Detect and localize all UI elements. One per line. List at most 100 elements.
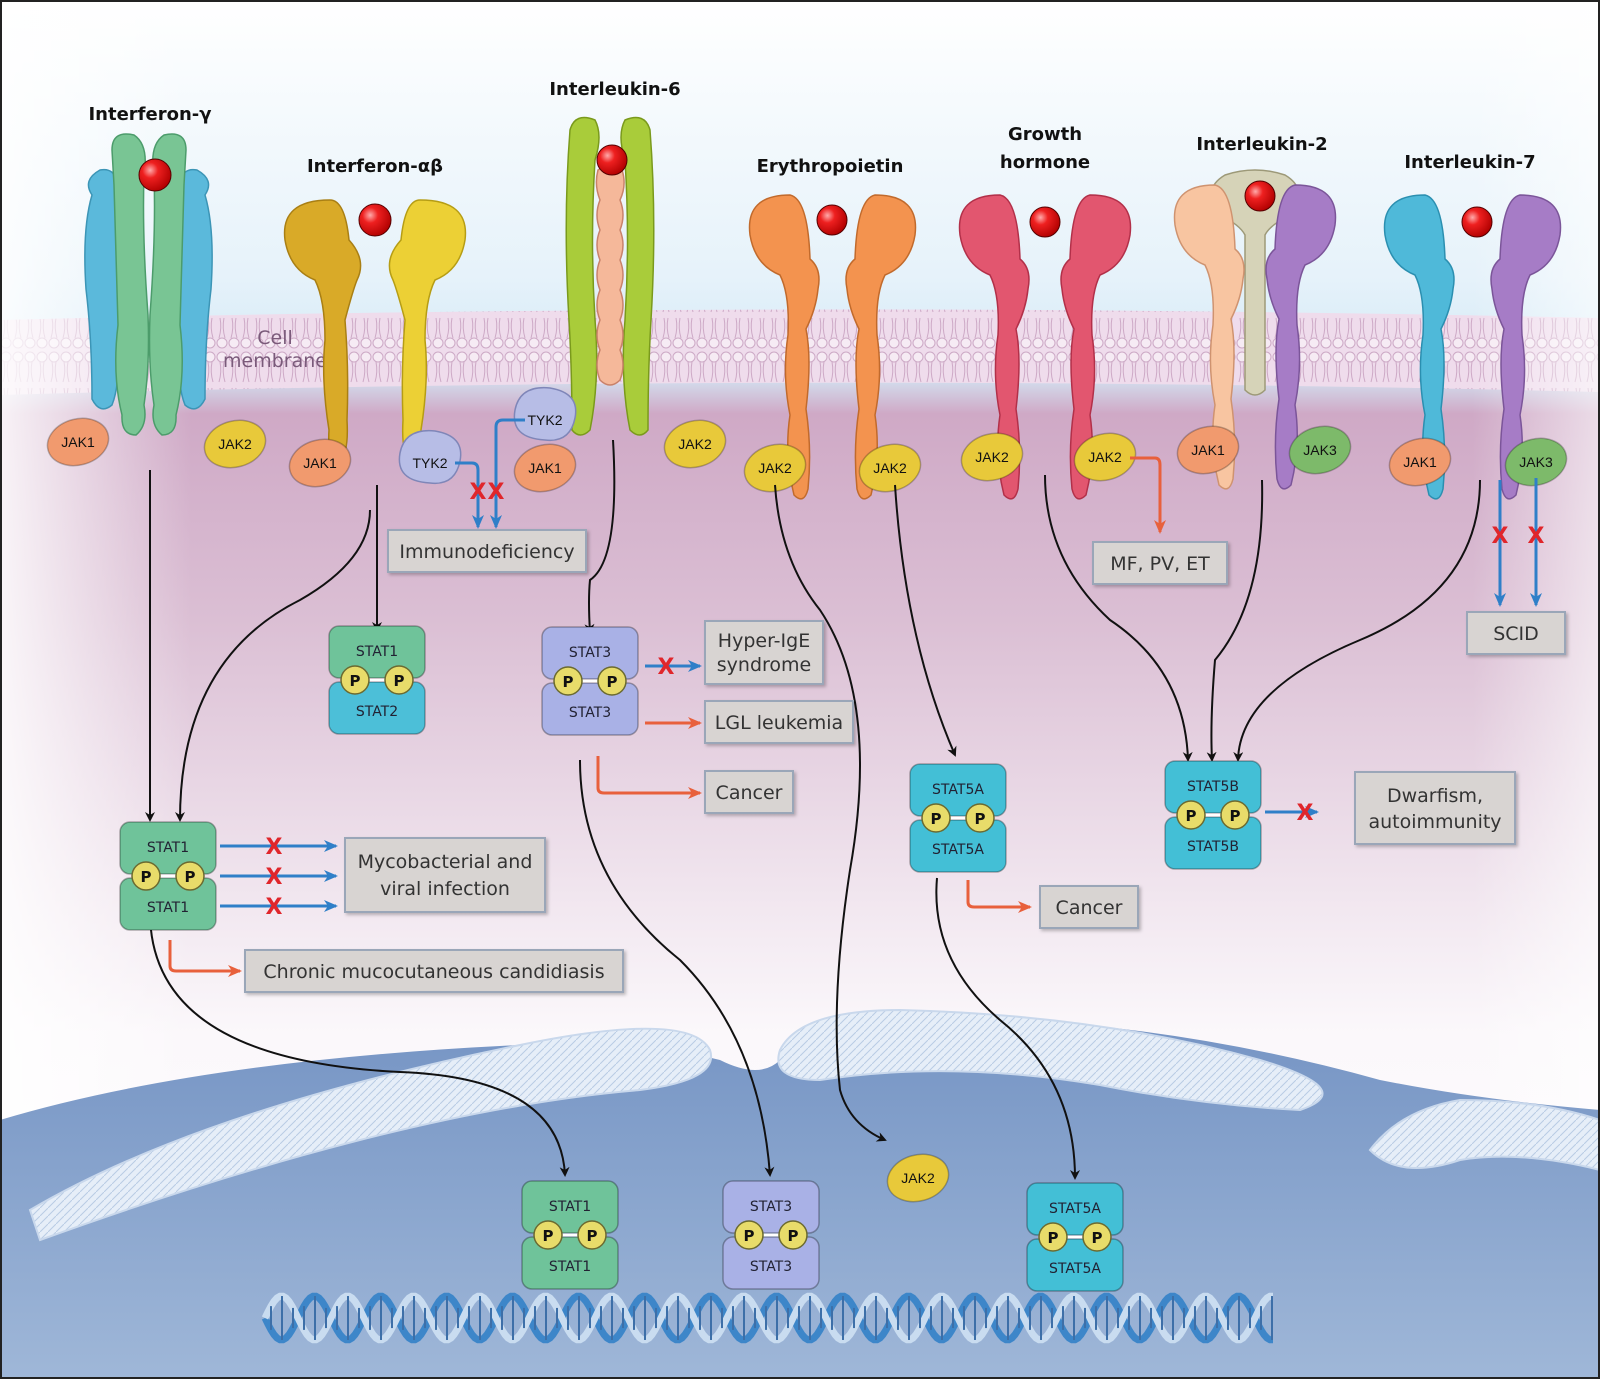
phosphate-icon: P (175, 861, 205, 891)
svg-text:P: P (607, 673, 618, 691)
receptor-erythropoietin (748, 194, 917, 500)
jak3-kinase: JAK3 (1288, 425, 1352, 475)
disease-label: viral infection (380, 878, 510, 900)
jak2-label: JAK2 (1088, 449, 1122, 465)
dna-helix (261, 1292, 1273, 1344)
stat-top-label: STAT1 (147, 840, 189, 856)
svg-text:P: P (975, 810, 986, 828)
nuclear-envelope-middle (777, 1008, 1324, 1112)
jak1-kinase: JAK1 (46, 417, 110, 467)
arrow-il7-to-stat5b (1233, 479, 1481, 762)
arrow-stat1-to-cmc (168, 940, 242, 977)
stat-top-label: STAT1 (356, 644, 398, 660)
jak2-label: JAK2 (678, 436, 712, 452)
arrow-stat3-to-nucleus (579, 759, 775, 1177)
jak1-kinase: JAK1 (513, 443, 577, 493)
stat-bottom-label: STAT5A (932, 842, 984, 858)
stat-top-label: STAT5A (1049, 1201, 1101, 1217)
arrow-stat1-to-nucleus (149, 911, 570, 1177)
svg-text:P: P (1230, 807, 1241, 825)
receptor-interleukin-2 (1173, 169, 1337, 490)
cell-membrane-label-line1: Cell (257, 327, 293, 349)
svg-text:P: P (1092, 1229, 1103, 1247)
block-x-icon: X (1528, 524, 1545, 549)
tyk2-label: TYK2 (527, 412, 562, 428)
disease-cancer-stat5a: Cancer (1039, 885, 1139, 929)
ligand-icon (816, 204, 848, 236)
stat-bottom-label: STAT1 (549, 1259, 591, 1275)
stat-top-label: STAT3 (569, 645, 611, 661)
loss-of-function-arrows (220, 418, 1542, 912)
stat-top-label: STAT5A (932, 782, 984, 798)
arrow-stat3-to-cancer (596, 756, 702, 799)
stat-top-label: STAT1 (549, 1199, 591, 1215)
stat-dimer-stat5a-stat5a: STAT5A STAT5A P P (909, 763, 1007, 873)
disease-label: Hyper-IgE (718, 630, 810, 652)
disease-label: Cancer (1056, 897, 1123, 919)
block-x-icon: X (266, 865, 283, 890)
jak1-kinase: JAK1 (288, 438, 352, 488)
stat-bottom-label: STAT5A (1049, 1261, 1101, 1277)
phosphate-icon: P (340, 665, 370, 695)
ligand-icon (1244, 180, 1276, 212)
svg-text:P: P (587, 1227, 598, 1245)
nuclear-envelope-left (28, 1027, 713, 1242)
phosphate-icon: P (131, 861, 161, 891)
block-x-icon: X (1492, 524, 1509, 549)
svg-text:P: P (185, 868, 196, 886)
receptor-interleukin-7 (1383, 194, 1562, 500)
stat-top-label: STAT3 (750, 1199, 792, 1215)
jak2-kinase: JAK2 (960, 432, 1024, 482)
disease-hyper-ige-syndrome: Hyper-IgE syndrome (704, 620, 824, 685)
jak2-kinase: JAK2 (663, 419, 727, 469)
jak2-label: JAK2 (901, 1170, 935, 1186)
signal-arrows (145, 439, 1481, 1180)
phosphate-icon: P (1082, 1222, 1112, 1252)
block-x-icon: X (470, 480, 487, 505)
svg-text:P: P (931, 810, 942, 828)
jak3-label: JAK3 (1303, 442, 1337, 458)
stat-bottom-label: STAT1 (147, 900, 189, 916)
phosphate-icon: P (577, 1220, 607, 1250)
ligand-icon (1029, 206, 1061, 238)
block-x-icon: X (658, 655, 675, 680)
cell-membrane-label-line2: membrane (223, 350, 327, 372)
disease-cancer-stat3: Cancer (704, 770, 794, 814)
jak2-kinase: JAK2 (858, 443, 922, 493)
svg-text:P: P (1048, 1229, 1059, 1247)
arrow-stat5a-to-cancer (966, 880, 1032, 913)
receptor-label-growth-hormone-line1: Growth (1008, 124, 1082, 145)
phosphate-icon: P (1038, 1222, 1068, 1252)
block-x-icon: X (266, 895, 283, 920)
svg-text:P: P (394, 672, 405, 690)
svg-text:P: P (350, 672, 361, 690)
phosphate-icon: P (533, 1220, 563, 1250)
svg-text:P: P (788, 1227, 799, 1245)
tyk2-kinase: TYK2 (513, 386, 577, 442)
ligand-icon (1461, 206, 1493, 238)
disease-mycobacterial-viral-infection: Mycobacterial and viral infection (344, 837, 546, 913)
disease-label: autoimmunity (1368, 811, 1501, 833)
gain-of-function-arrows (168, 456, 1166, 977)
disease-mf-pv-et: MF, PV, ET (1092, 541, 1228, 585)
ligand-icon (596, 144, 628, 176)
receptor-label-interleukin-7: Interleukin-7 (1404, 152, 1535, 173)
receptor-interferon-gamma (84, 133, 213, 436)
arrow-tyk2-il6-to-immunodeficiency (490, 418, 525, 529)
arrow-tyk2-to-immunodeficiency (455, 461, 484, 529)
phosphate-icon: P (778, 1220, 808, 1250)
disease-chronic-mucocutaneous-candidiasis: Chronic mucocutaneous candidiasis (244, 949, 624, 993)
jak2-label: JAK2 (758, 460, 792, 476)
phosphate-icon: P (384, 665, 414, 695)
svg-text:P: P (1186, 807, 1197, 825)
disease-boxes: Immunodeficiency MF, PV, ET SCID Hyper-I… (244, 529, 1566, 993)
disease-immunodeficiency: Immunodeficiency (387, 529, 587, 573)
arrow-jak2-to-mf-pv-et (1130, 456, 1166, 534)
receptor-label-interleukin-6: Interleukin-6 (549, 79, 680, 100)
svg-text:P: P (543, 1227, 554, 1245)
